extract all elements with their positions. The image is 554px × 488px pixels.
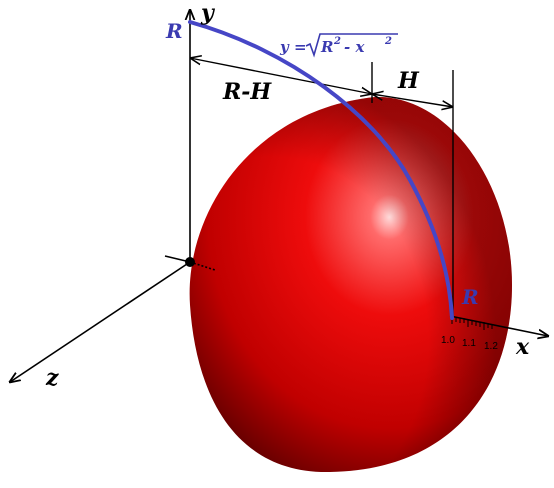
solid-body	[189, 96, 512, 473]
curve-y-sqrt-r2-minus-x2	[188, 20, 454, 320]
x-axis	[449, 315, 548, 336]
tick-label-1-1: 1.1	[462, 338, 476, 349]
dimension-r-minus-h	[190, 58, 372, 94]
z-axis	[10, 261, 191, 382]
r-minus-h-label: R-H	[222, 79, 272, 105]
z-axis-label: z	[45, 365, 59, 391]
dimension-h	[372, 94, 453, 107]
tick-label-1-2: 1.2	[484, 341, 498, 352]
equation-minus-x: - x	[344, 38, 365, 56]
x-axis-ruler	[451, 316, 493, 330]
equation-x-exponent: 2	[384, 36, 392, 47]
h-label: H	[397, 68, 420, 94]
y-axis-label: y	[200, 0, 216, 26]
curve-equation: y = R 2 - x 2	[279, 33, 398, 58]
dimension-arrows	[190, 58, 453, 107]
radius-label-right: R	[461, 285, 479, 309]
solid-shading	[189, 96, 512, 473]
origin-point	[185, 257, 195, 267]
tick-label-1-0: 1.0	[441, 335, 455, 346]
equation-lhs: y =	[279, 38, 307, 56]
radius-label-top: R	[165, 19, 183, 43]
equation-r: R	[320, 38, 333, 56]
equation-r-exponent: 2	[333, 36, 341, 47]
equation-radical-sign	[305, 33, 398, 58]
x-axis-label: x	[515, 334, 530, 360]
